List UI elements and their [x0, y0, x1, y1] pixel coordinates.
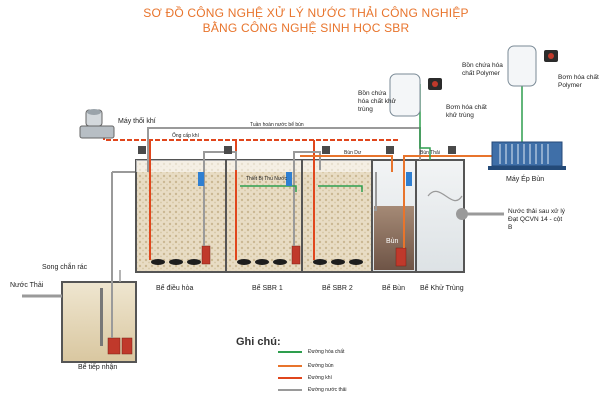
level-sensors: [198, 172, 412, 186]
sludge-word-label: Bùn: [386, 238, 399, 245]
sludge-left-label: Bùn Dư: [344, 150, 362, 156]
polymer-line: [510, 78, 523, 151]
legend-item-wastewater: Đường nước thải: [308, 387, 347, 393]
equalization-label: Bể điều hòa: [156, 285, 194, 292]
filter-press: [488, 141, 566, 170]
sbr2-label: Bể SBR 2: [322, 285, 353, 292]
decanter-lines: [240, 185, 363, 192]
outlet-label: Nước thải sau xử lý Đạt QCVN 14 - cột B: [508, 208, 566, 231]
decanter-label: Thiết Bị Thu Nước: [246, 176, 287, 182]
polymer-pump-label: Bơm hóa chất Polymer: [558, 74, 599, 89]
polymer-tank-label: Bồn chứa hóa chất Polymer: [462, 62, 503, 77]
disinfectant-line: [419, 84, 431, 160]
sludge-lines: [300, 155, 492, 248]
polymer-tank: [507, 45, 558, 87]
inlet-label: Nước Thải: [10, 282, 44, 289]
disinfectant-tank: [389, 73, 442, 117]
sump-pump-2: [121, 337, 133, 355]
tank-pumps: [201, 245, 301, 265]
disinfectant-pump-label: Bơm hóa chất khử trùng: [446, 104, 487, 119]
air-diffusers: [151, 259, 363, 265]
sump-pump: [107, 337, 121, 355]
sludge-right-label: Bùn Thải: [420, 150, 440, 156]
sludge-pump: [395, 247, 407, 267]
diagram-title: SƠ ĐỒ CÔNG NGHỆ XỬ LÝ NƯỚC THẢI CÔNG NGH…: [143, 6, 469, 20]
disinfectant-tank-label: Bồn chứa hóa chất khử trùng: [358, 90, 396, 113]
diagram-subtitle: BẰNG CÔNG NGHỆ SINH HỌC SBR: [202, 21, 410, 35]
filter-press-label: Máy Ép Bùn: [506, 176, 545, 183]
screen-label: Song chắn rác: [42, 264, 88, 271]
legend-item-chemical: Đường hóa chất: [308, 349, 345, 355]
blower-unit: [79, 109, 115, 139]
valves: [138, 146, 456, 154]
recirc-label: Tuần hoàn nước bể bùn: [250, 122, 304, 128]
transfer-pipes: [203, 151, 377, 246]
bar-screen: [100, 288, 103, 346]
legend-lines: [278, 351, 302, 391]
outlet-flange: [456, 208, 468, 220]
sump-tank: [61, 281, 137, 363]
blower-label: Máy thổi khí: [118, 118, 156, 125]
sbr1-label: Bể SBR 1: [252, 285, 283, 292]
air-pipe-label: Ống cấp khí: [172, 133, 199, 139]
legend-item-air: Đường khí: [308, 375, 332, 381]
legend-title: Ghi chú:: [236, 336, 281, 348]
legend-item-sludge: Đường bùn: [308, 363, 334, 369]
sludge-tank-label: Bể Bùn: [382, 285, 405, 292]
disinfection-tank-shape: [415, 159, 465, 273]
sump-label: Bể tiếp nhận: [78, 364, 118, 371]
disinfection-label: Bể Khử Trùng: [420, 285, 464, 292]
